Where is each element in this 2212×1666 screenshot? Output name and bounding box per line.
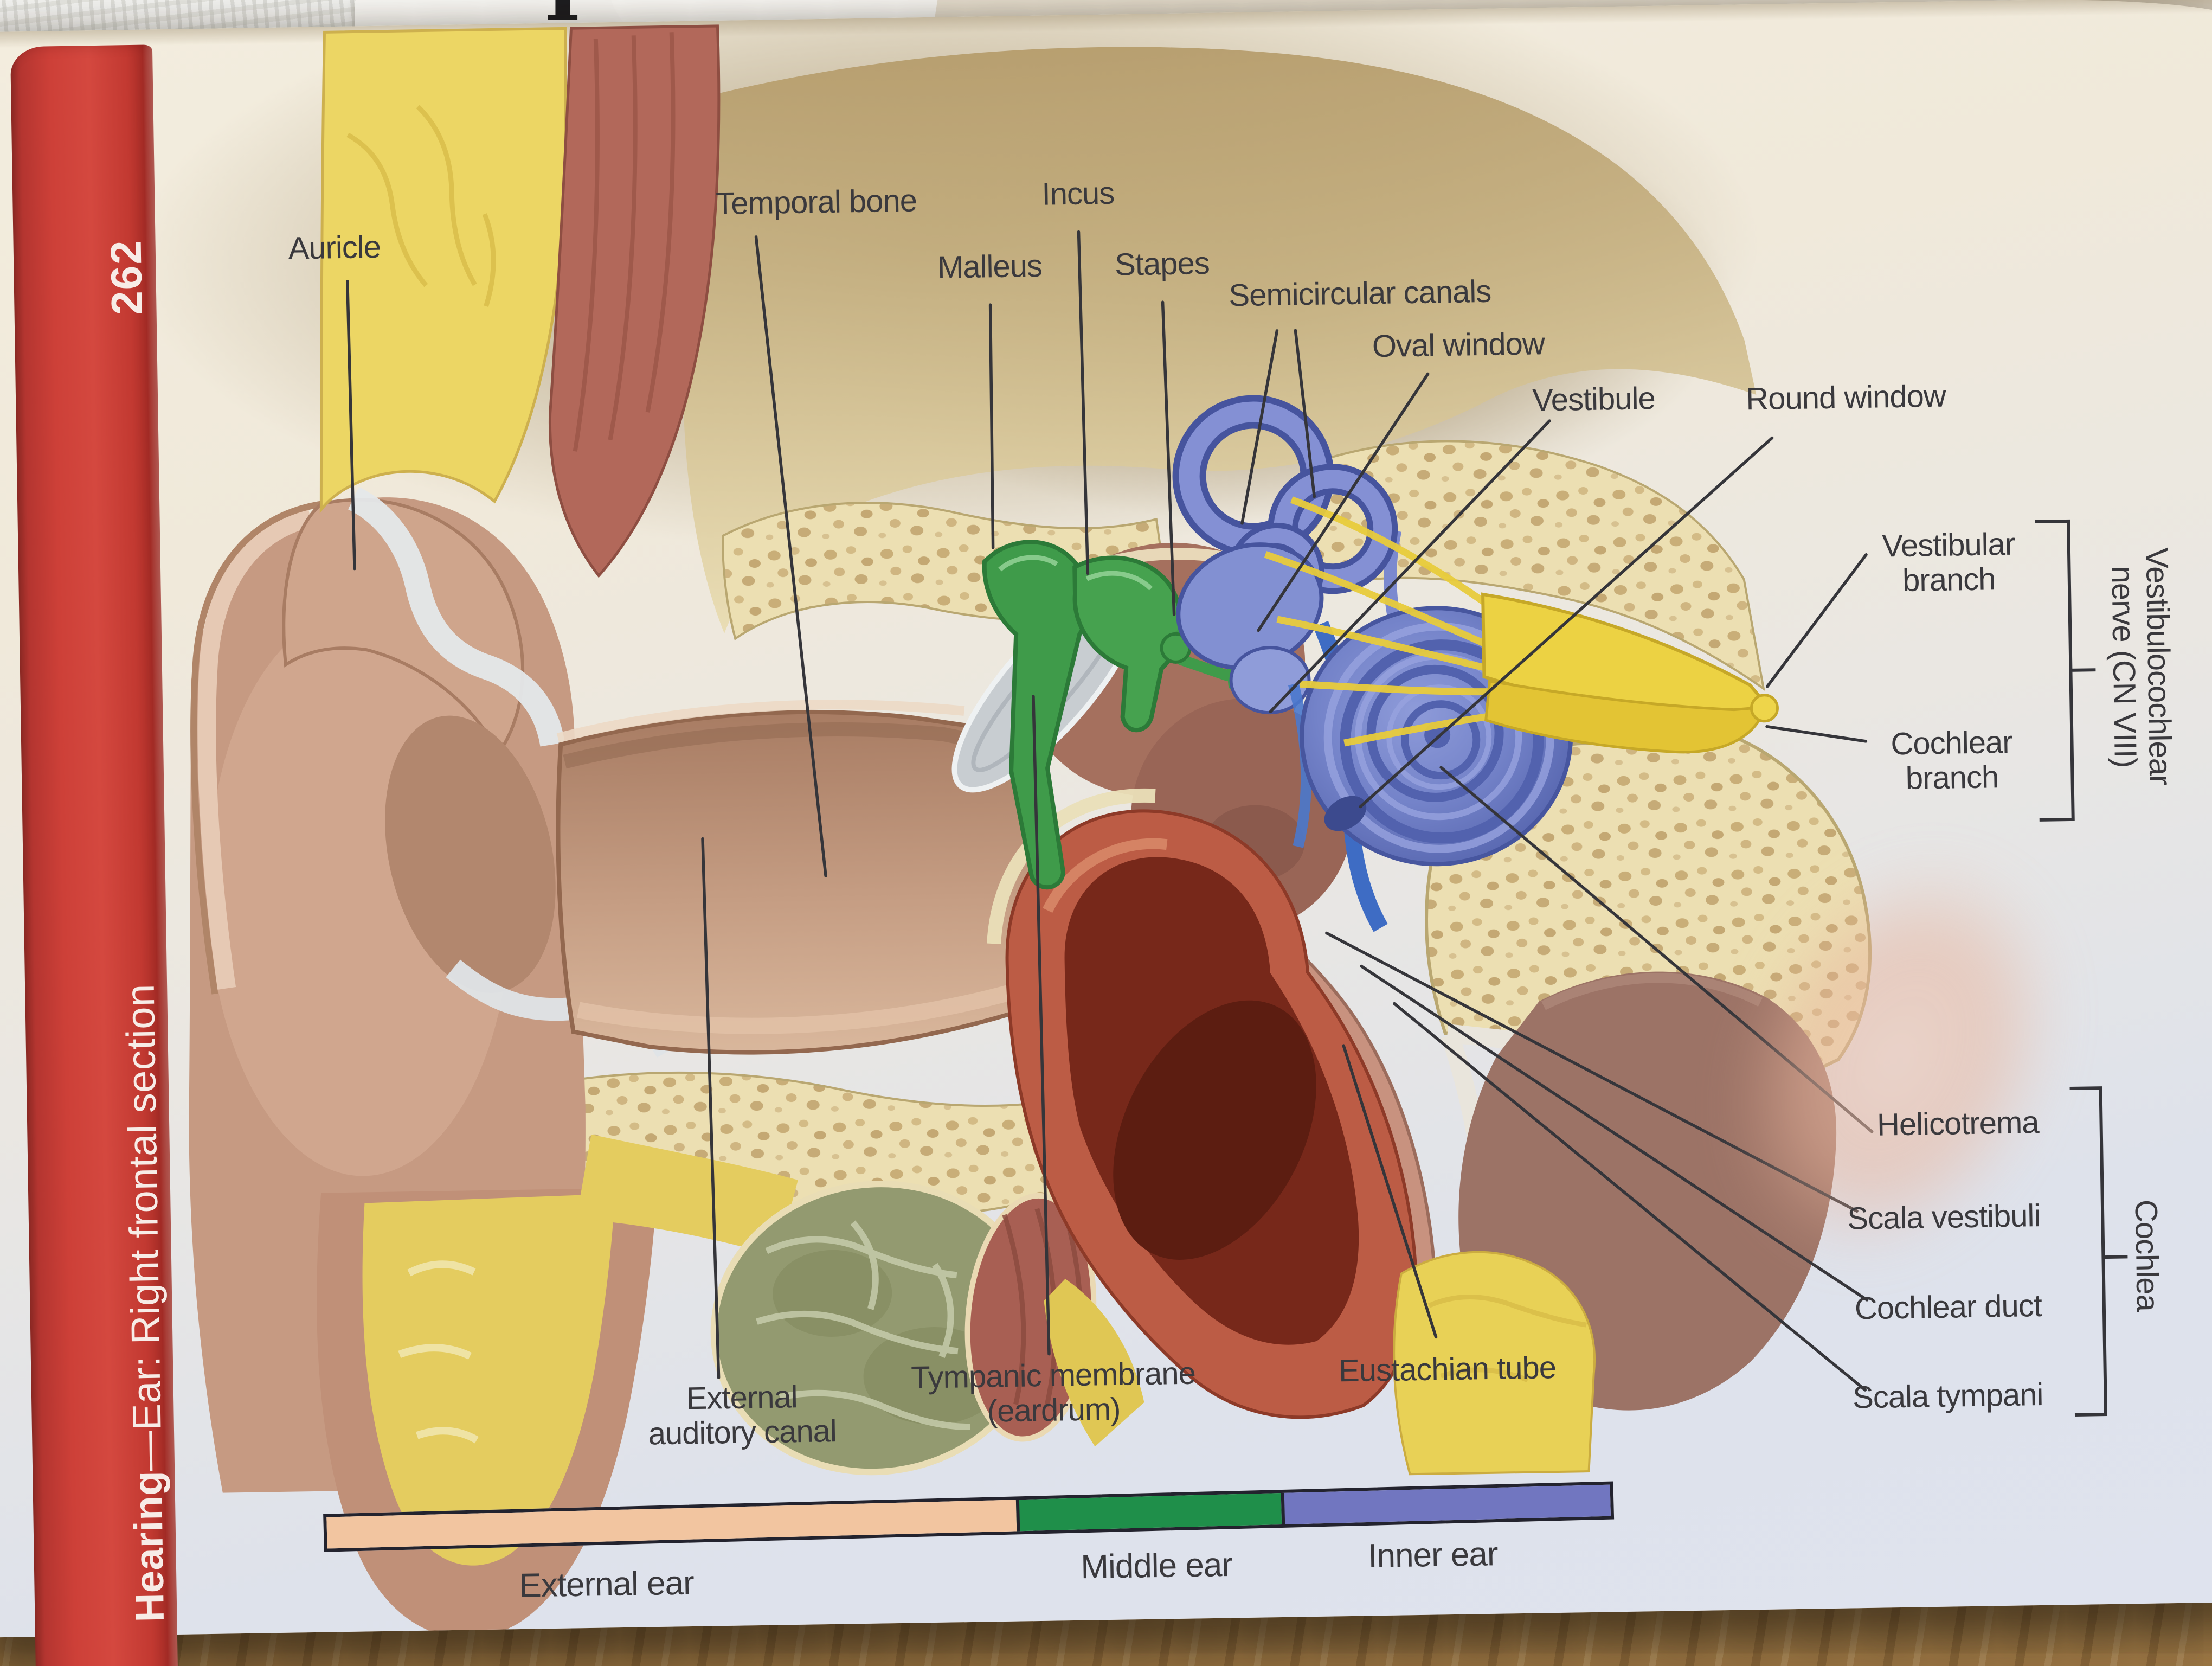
ossicles-illustration — [982, 540, 1239, 890]
spine-title: Hearing—Ear: Right frontal section — [117, 984, 173, 1623]
legend-label-external-ear: External ear — [518, 1564, 695, 1605]
label-semicircular-canals: Semicircular canals — [1228, 273, 1491, 313]
label-cochlear-duct: Cochlear duct — [1854, 1288, 2042, 1327]
label-round-window: Round window — [1745, 378, 1946, 417]
label-temporal-bone: Temporal bone — [715, 183, 917, 222]
label-helicotrema: Helicotrema — [1876, 1105, 2040, 1143]
label-vestibule: Vestibule — [1532, 380, 1656, 418]
label-tympanic-membrane: Tympanic membrane(eardrum) — [910, 1355, 1196, 1429]
vestibulocochlear-nerve-illustration — [1264, 496, 1779, 754]
fat-and-muscle-illustration — [319, 24, 721, 578]
spine-title-bold: Hearing — [125, 1470, 173, 1623]
auricle-illustration — [189, 486, 677, 1638]
label-stapes: Stapes — [1114, 245, 1210, 283]
leader-lines — [346, 230, 1874, 1392]
label-scala-vestibuli: Scala vestibuli — [1847, 1198, 2041, 1236]
label-scala-tympani: Scala tympani — [1852, 1376, 2043, 1415]
label-eustachian-tube: Eustachian tube — [1338, 1350, 1557, 1389]
label-auricle: Auricle — [288, 229, 381, 266]
spine-title-rest: —Ear: Right frontal section — [117, 983, 170, 1471]
legend-label-inner-ear: Inner ear — [1367, 1535, 1499, 1575]
ear-canal-illustration — [556, 700, 1062, 1055]
grouping-brackets — [2035, 519, 2128, 1417]
legend-segment-middle-ear — [1016, 1493, 1282, 1532]
label-malleus: Malleus — [937, 248, 1043, 285]
carotid-canal-illustration — [987, 788, 1418, 1419]
label-cochlea: Cochlea — [2128, 1199, 2165, 1312]
label-incus: Incus — [1041, 175, 1115, 212]
page-number: 262 — [101, 239, 151, 316]
legend-segment-inner-ear — [1281, 1484, 1611, 1524]
card-spine: Hearing—Ear: Right frontal section 262 — [10, 44, 179, 1666]
gland-and-fat-illustration — [576, 1134, 1144, 1476]
inner-ear-illustration — [1172, 395, 1573, 932]
legend-label-middle-ear: Middle ear — [1080, 1546, 1233, 1586]
label-oval-window: Oval window — [1372, 326, 1545, 364]
